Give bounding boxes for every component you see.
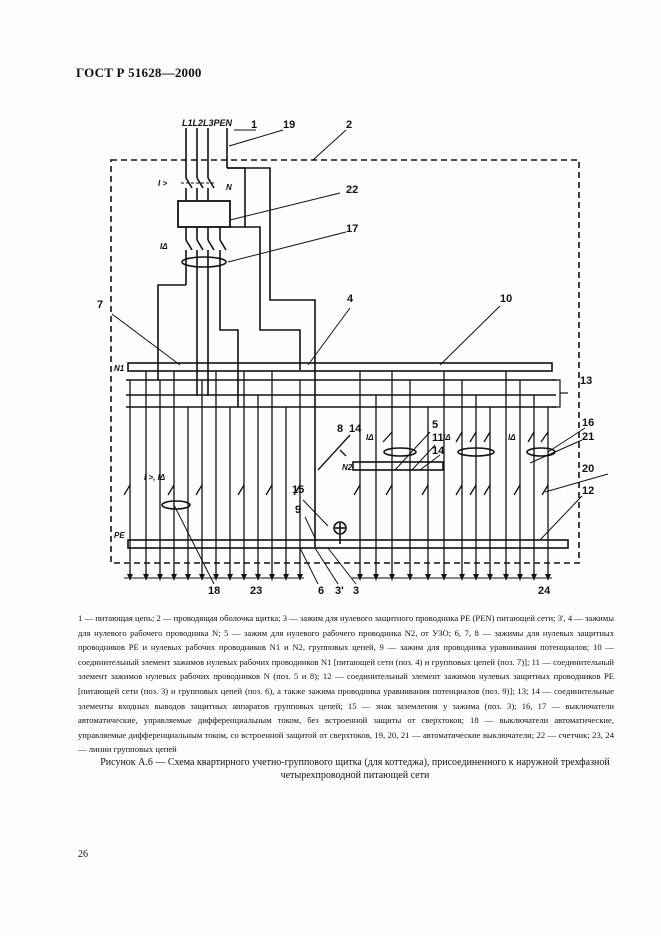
callout-label: 14 [349,423,362,435]
callout-label: 23 [250,585,262,597]
callout-label: 21 [582,431,594,443]
figure-legend: 1 — питающая цепь; 2 — проводящая оболоч… [78,613,614,755]
main-breaker-symbol [181,177,215,200]
callout-label: 22 [346,184,358,196]
neutral-symbol: N [226,183,232,192]
rcd-toroid-18 [161,500,191,510]
rcd-toroid-14 [383,447,417,457]
callout-label: 18 [208,585,220,597]
callout-label: 10 [500,293,512,305]
callout-label: 12 [582,485,594,497]
callout-label: 24 [538,585,551,597]
page-number: 26 [78,849,88,860]
enclosure-outline [110,159,580,564]
callout-label: 9 [295,504,301,516]
figure-caption: Рисунок А.6 — Схема квартирного учетно-г… [100,757,610,781]
callout-numbers: 1 19 2 22 17 7 4 10 13 8 14 5 11 14 16 2… [97,119,594,597]
callout-label: 3 [353,585,359,597]
callout-label: 3' [335,585,344,597]
group-circuits [129,371,549,580]
pe-bus [127,539,569,549]
supply-conductors [185,128,316,370]
n1-label: N1 [114,364,125,373]
n2-bus [352,461,444,471]
callout-label: 7 [97,299,103,311]
document-header: ГОСТ Р 51628—2000 [76,65,202,80]
n1-bus [127,362,553,372]
callout-label: 19 [283,119,295,131]
rcd-toroid-16b [526,447,556,457]
diff-symbol-2: IΔ [443,433,451,442]
callout-label: 1 [251,119,257,131]
meter-box [177,200,231,228]
diff-symbol-main: IΔ [160,242,168,251]
pe-label: PE [114,531,125,540]
callout-label: 15 [292,484,304,496]
wiring-diagram: L1L2L3PEN I > N IΔ [97,118,609,597]
callout-label: 20 [582,463,594,475]
callout-label: 5 [432,419,438,431]
callout-label: 2 [346,119,352,131]
overcurrent-symbol: I > [158,179,167,188]
callout-label: 6 [318,585,324,597]
overcurrent-diff-symbol: I >, IΔ [144,473,166,482]
callout-label: 8 [337,423,343,435]
group-circuit-arrows [127,574,551,580]
callout-label: 17 [346,223,358,235]
callout-label: 4 [347,293,354,305]
rcd-toroid-16a [457,447,495,457]
callout-label: 14 [432,445,445,457]
callout-label: 13 [580,375,592,387]
callout-label: 11 [432,432,444,444]
diff-symbol-3: IΔ [508,433,516,442]
callout-label: 16 [582,417,594,429]
diff-symbol-1: IΔ [366,433,374,442]
phase-labels: L1L2L3PEN [182,118,233,128]
callout-leaders [111,129,609,585]
n2-label: N2 [342,463,353,472]
group-breaker-symbols [123,431,549,496]
